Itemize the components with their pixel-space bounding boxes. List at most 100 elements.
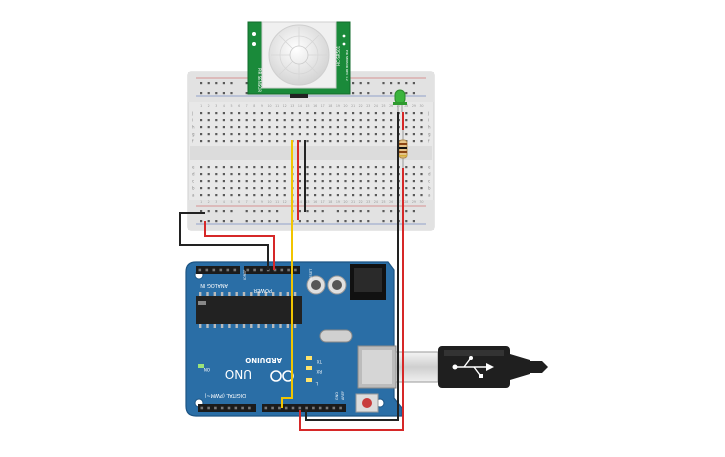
usb-cable-end [530,361,542,373]
breadboard-hole [367,173,370,176]
chip-pin [293,292,297,296]
breadboard-hole [390,140,393,143]
breadboard-hole [321,194,324,197]
breadboard-hole [420,133,423,136]
breadboard-hole [405,133,408,136]
rx-label: RX [316,369,322,374]
header-pin [205,268,209,272]
column-number: 3 [215,200,217,204]
breadboard-hole [420,119,423,122]
dome-facet-ring [279,35,319,75]
row-letter: j [427,111,429,116]
breadboard-hole [390,133,393,136]
header-pin [305,406,308,410]
chip-pin [272,324,275,328]
header-pin [284,406,288,410]
on-label: ON [204,367,210,372]
breadboard-hole [405,119,408,122]
breadboard-hole [245,180,248,183]
breadboard-hole [420,126,423,129]
rail-hole [200,210,203,213]
rail-hole [367,92,370,95]
breadboard-hole [260,180,263,183]
row-letter: c [428,179,430,184]
wire-signal-yellow [281,140,293,408]
column-number: 24 [374,104,378,108]
breadboard-hole [260,187,263,190]
breadboard-hole [200,126,203,129]
reset-button-cap[interactable] [362,398,372,408]
rail-hole [200,220,203,223]
column-number: 11 [275,104,279,108]
breadboard-hole [420,112,423,115]
row-letter: i [192,118,193,123]
column-number: 2 [208,104,210,108]
row-letter: c [192,179,194,184]
chip-pin [257,292,260,296]
breadboard-hole [222,166,225,169]
column-number: 9 [261,200,263,204]
arduino-uno-board: ANALOG IN POWER ARDUINO UNO DIGITAL (PWM… [185,261,403,417]
breadboard-hole [276,187,279,190]
rail-hole [253,220,256,223]
breadboard-hole [260,112,263,115]
center-channel [190,146,432,160]
breadboard-hole [268,119,271,122]
breadboard-hole [390,166,393,169]
pir-sensor: PIR SENSOR HC-SR501 PIR SENSOR REV 1.2 [247,21,351,98]
breadboard-hole [359,180,362,183]
column-number: 21 [351,200,355,204]
breadboard-hole [291,112,294,115]
breadboard-hole [260,173,263,176]
rail-hole [215,220,218,223]
rail-hole [382,210,385,213]
usb-symbol-icon [452,356,494,378]
breadboard-hole [336,112,339,115]
rail-hole [260,210,263,213]
breadboard-hole [321,187,324,190]
breadboard-hole [405,166,408,169]
header-pin [318,406,322,410]
column-number: 30 [419,200,423,204]
breadboard-hole [260,194,263,197]
row-letter: h [428,125,431,130]
column-number: 16 [313,200,317,204]
chip-pins [199,292,297,328]
breadboard-hole [359,173,362,176]
breadboard-hole [420,180,423,183]
breadboard-hole [222,194,225,197]
resistor-band [399,147,407,149]
arduino-brand: ARDUINO [245,356,282,364]
breadboard-hole [215,187,218,190]
breadboard-hole [298,126,301,129]
reset-pin-label: RESET [309,268,313,280]
column-number: 14 [298,200,302,204]
breadboard-hole [268,126,271,129]
breadboard-hole [329,166,332,169]
breadboard-hole [306,112,309,115]
breadboard-hole [245,119,248,122]
breadboard-hole [222,126,225,129]
pir-pin-header [290,94,308,98]
breadboard-hole [314,133,317,136]
breadboard-hole [321,140,324,143]
rail-hole [344,210,347,213]
analog-header-label: ANALOG IN [200,282,228,288]
breadboard-hole [306,187,309,190]
breadboard-hole [382,180,385,183]
rail-hole [222,210,225,213]
breadboard-hole [200,187,203,190]
breadboard-hole [412,166,415,169]
rail-hole [207,210,210,213]
rail-hole [245,82,248,85]
breadboard-hole [238,180,241,183]
breadboard-hole [283,194,286,197]
breadboard-hole [306,133,309,136]
breadboard-hole [238,140,241,143]
chip-pin [242,292,246,296]
breadboard-hole [215,119,218,122]
breadboard-hole [321,126,324,129]
breadboard-hole [200,133,203,136]
breadboard-hole [306,140,309,143]
breadboard-hole [230,180,233,183]
